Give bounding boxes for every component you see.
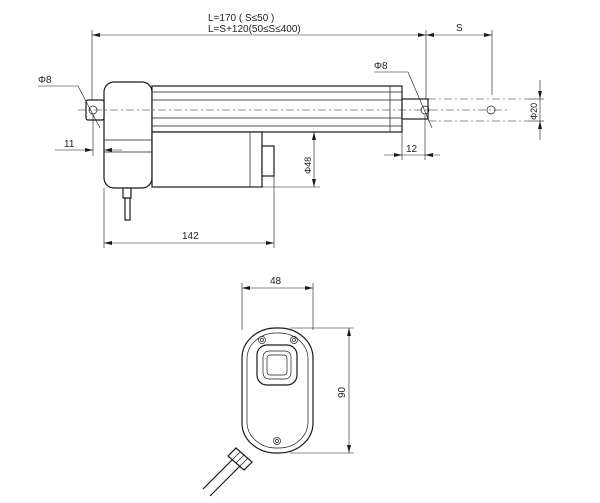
cable-line-2	[209, 465, 241, 497]
motor-end-cap	[261, 145, 275, 177]
screw-top-left	[258, 336, 266, 344]
arrow-stroke-right	[484, 33, 492, 37]
rear-offset-arrow-2	[104, 148, 112, 152]
rod-diameter-label: Φ20	[529, 103, 539, 120]
front-hole-leader	[407, 71, 433, 129]
motor-body	[151, 131, 263, 188]
side-view: L=170 ( S≤50 ) L=S+120(50≤S≤400) S	[38, 13, 544, 248]
stroke-label: S	[456, 23, 463, 34]
motor-diameter-label: Φ48	[303, 157, 313, 174]
rod-dia-arrow-bottom	[538, 121, 542, 129]
cable	[124, 197, 131, 221]
end-boss-outer	[256, 344, 298, 386]
width-arrow-right	[305, 286, 313, 290]
motor-dia-arrow-bottom	[312, 179, 316, 187]
relief-rib-1	[231, 451, 241, 461]
end-boss-mid	[262, 350, 292, 380]
outer-tube	[151, 85, 403, 133]
end-boss-inner	[266, 354, 288, 376]
rear-offset-arrow-1	[85, 148, 93, 152]
rear-hole-label: Φ8	[38, 75, 52, 86]
rod-dia-arrow-top	[538, 91, 542, 99]
width-label: 48	[270, 276, 282, 287]
rear-offset-label: 11	[64, 139, 75, 150]
height-arrow-top	[347, 328, 351, 336]
front-offset-label: 12	[406, 144, 418, 155]
cable-gland	[122, 187, 132, 199]
end-housing-inner	[246, 332, 309, 449]
relief-rib-3	[239, 457, 249, 467]
motor-length-arrow-1	[104, 241, 112, 245]
motor-dia-arrow-top	[312, 132, 316, 140]
front-offset-arrow-2	[425, 153, 433, 157]
length-formula-2: L=S+120(50≤S≤400)	[208, 24, 301, 35]
screw-bottom	[273, 437, 281, 445]
width-arrow-left	[242, 286, 250, 290]
screw-top-left-center	[260, 338, 264, 342]
gearbox-housing	[103, 81, 153, 189]
rear-hole-leader	[77, 85, 101, 129]
arrow-stroke-left	[426, 33, 434, 37]
screw-top-right-center	[292, 338, 296, 342]
arrow-right	[418, 33, 426, 37]
cable-line-1	[202, 459, 233, 490]
front-hole-label: Φ8	[374, 61, 388, 72]
front-offset-arrow-1	[394, 153, 402, 157]
screw-top-right	[290, 336, 298, 344]
end-view: 48 90	[202, 276, 354, 497]
cable-exit	[202, 447, 253, 497]
motor-length-label: 142	[182, 231, 199, 242]
height-label: 90	[337, 386, 348, 398]
relief-rib-2	[235, 454, 245, 464]
length-formula-1: L=170 ( S≤50 )	[208, 13, 274, 24]
screw-bottom-center	[275, 439, 279, 443]
arrow-left	[92, 33, 100, 37]
height-arrow-bottom	[347, 445, 351, 453]
motor-length-arrow-2	[266, 241, 274, 245]
